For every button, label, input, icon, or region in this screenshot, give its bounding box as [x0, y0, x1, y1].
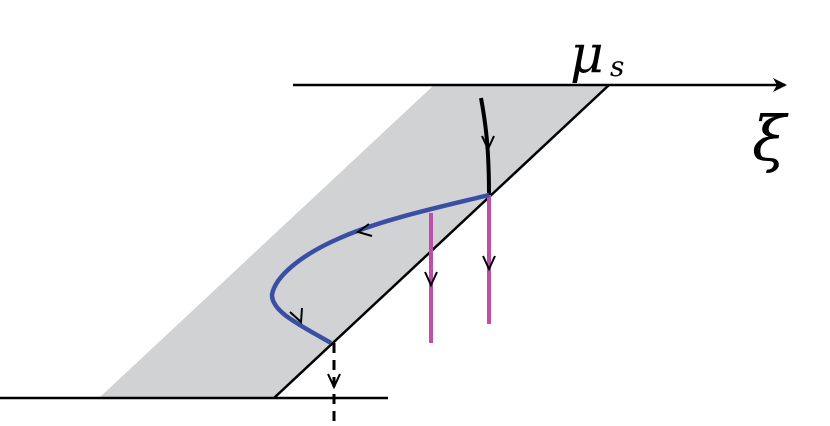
black-trajectory-arrow-icon	[481, 135, 495, 152]
incoming-black-trajectory	[479, 97, 491, 196]
magenta-right-arrow-icon	[482, 255, 496, 272]
mu-subscript-label: s	[610, 50, 624, 83]
region-right-boundary	[273, 84, 610, 399]
mu-label: μ	[570, 25, 604, 85]
blue-trajectory	[269, 192, 490, 345]
blue-lower-arrow-icon	[289, 307, 303, 325]
dashed-arrow-icon	[327, 373, 341, 390]
magenta-left-arrow-icon	[424, 271, 438, 288]
shaded-region	[99, 85, 609, 398]
blue-upper-arrow-icon	[355, 223, 373, 237]
xi-label: ξ	[752, 102, 789, 175]
